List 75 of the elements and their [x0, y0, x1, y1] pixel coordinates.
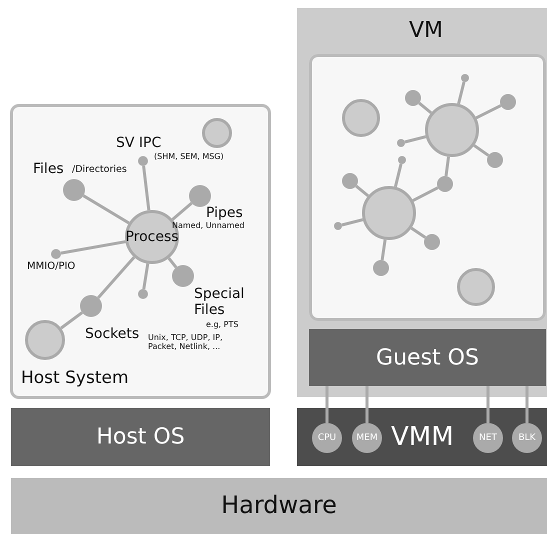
circle-node — [25, 320, 65, 360]
circle-node — [138, 289, 148, 299]
connector-line — [355, 184, 370, 198]
resource-label: Sockets — [85, 326, 140, 342]
device-label: NET — [479, 432, 497, 444]
circle-node — [397, 139, 405, 147]
connector-line — [410, 226, 426, 239]
connector-line — [172, 202, 193, 221]
node-label: Guest OS — [376, 344, 479, 370]
circle-node — [342, 99, 380, 137]
circle-node — [334, 222, 342, 230]
node-label: VMM — [391, 423, 454, 453]
circle-node — [405, 90, 421, 106]
resource-note: (SHM, SEM, MSG) — [154, 152, 224, 162]
circle-node — [500, 94, 516, 110]
device-circle — [512, 423, 542, 453]
device-label: BLK — [518, 432, 536, 444]
resource-note: Unix, TCP, UDP, IP, Packet, Netlink, ... — [148, 333, 224, 352]
node-label: Host System — [21, 369, 129, 389]
resource-label: SV IPC — [116, 135, 162, 152]
connector-line — [366, 386, 368, 423]
container-panel — [10, 104, 271, 399]
connector-line — [326, 386, 328, 423]
resource-label: Files — [33, 161, 64, 178]
connector-line — [168, 257, 178, 268]
connector-line — [457, 82, 466, 104]
connector-line — [142, 263, 150, 290]
circle-node — [342, 173, 358, 189]
device-circle — [312, 423, 342, 453]
connector-line — [486, 386, 490, 423]
resource-note: Named, Unnamed — [172, 221, 244, 230]
connector-line — [444, 156, 450, 176]
circle-node — [437, 176, 453, 192]
layer-bar — [11, 478, 547, 534]
circle-node — [373, 260, 389, 276]
layer-bar — [11, 408, 270, 466]
connector-line — [380, 240, 387, 260]
layer-bar — [309, 329, 546, 386]
connector-line — [142, 166, 150, 210]
node-label: Host OS — [96, 424, 185, 450]
connector-line — [97, 256, 136, 299]
device-label: MEM — [356, 432, 378, 444]
vm-panel — [297, 8, 547, 397]
resource-note: e.g, PTS — [206, 320, 238, 330]
device-label: CPU — [318, 432, 336, 444]
resource-label: Special Files — [194, 286, 246, 318]
connector-line — [404, 135, 426, 144]
node-label: VM — [409, 18, 444, 44]
resource-note: /Directories — [72, 165, 127, 176]
device-circle — [352, 423, 382, 453]
connector-line — [526, 386, 528, 423]
guest-panel — [309, 54, 546, 321]
connector-line — [60, 240, 126, 255]
resource-label: Pipes — [206, 205, 243, 222]
circle-node — [457, 268, 495, 306]
connector-line — [473, 144, 490, 157]
device-circle — [473, 423, 503, 453]
node-label: Hardware — [221, 492, 337, 520]
circle-node — [398, 156, 406, 164]
connector-line — [475, 104, 502, 120]
resource-label: MMIO/PIO — [27, 261, 76, 272]
circle-node — [424, 234, 440, 250]
connector-line — [342, 218, 364, 226]
connector-line — [60, 311, 84, 330]
circle-node — [362, 186, 416, 240]
circle-node — [425, 103, 479, 157]
layer-bar — [297, 408, 547, 466]
connector-line — [82, 194, 130, 224]
connector-line — [418, 102, 432, 114]
circle-node — [461, 74, 469, 82]
connector-line — [394, 164, 402, 188]
connector-line — [412, 186, 439, 202]
circle-node — [487, 152, 503, 168]
circle-node — [202, 118, 232, 148]
node-label: Process — [125, 228, 179, 246]
